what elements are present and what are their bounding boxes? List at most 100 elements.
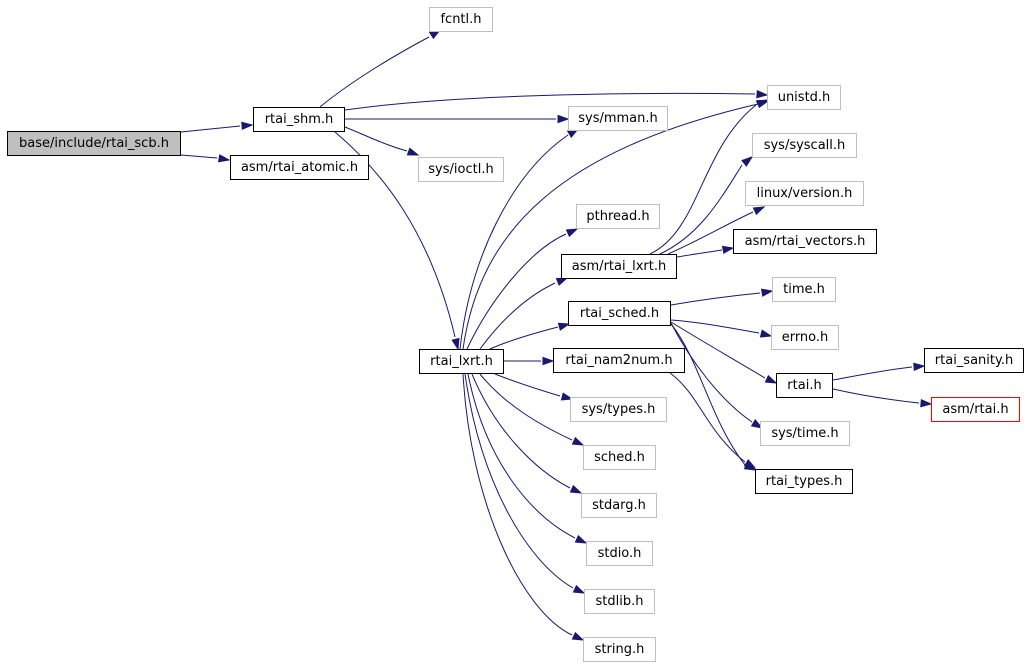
- node-fcntl[interactable]: fcntl.h: [429, 7, 493, 32]
- edge-sched-rtai: [670, 321, 778, 384]
- node-asm-rtai-lxrt[interactable]: asm/rtai_lxrt.h: [561, 254, 677, 279]
- node-root-rtai-scb: base/include/rtai_scb.h: [7, 131, 181, 156]
- edge-sched-time: [670, 288, 774, 306]
- edge-lxrt-mman-line: [459, 134, 569, 350]
- edge-shm-rtai-lxrt-line: [334, 131, 456, 338]
- edge-lxrt-schedh: [479, 373, 585, 446]
- edge-shm-unistd-arrowhead: [756, 89, 769, 99]
- edge-lxrt-stdarg: [471, 373, 583, 494]
- edge-shm-ioctl-arrowhead: [406, 147, 420, 156]
- edge-rtai-sanity-line: [832, 366, 913, 381]
- edge-root-rtai-shm: [180, 121, 254, 133]
- node-unistd[interactable]: unistd.h: [767, 85, 841, 110]
- edge-lxrt-stdio: [467, 373, 588, 544]
- edge-lxrt-systypes-arrowhead: [560, 392, 574, 401]
- edge-shm-mman-arrowhead: [557, 114, 570, 124]
- edge-shm-unistd-line: [344, 92, 756, 111]
- node-linux-version[interactable]: linux/version.h: [745, 181, 864, 206]
- node-stdio[interactable]: stdio.h: [586, 541, 653, 566]
- edge-lxrt-string-arrowhead: [571, 631, 585, 641]
- edge-lxrt-stdarg-arrowhead: [569, 484, 583, 494]
- node-rtai-lxrt[interactable]: rtai_lxrt.h: [419, 349, 504, 374]
- edge-asmlxrt-version: [667, 206, 766, 255]
- node-rtai-types[interactable]: rtai_types.h: [755, 469, 853, 494]
- edge-sched-rtai-line: [670, 321, 766, 379]
- edge-rtai-sanity-arrowhead: [913, 362, 926, 372]
- edge-asmlxrt-unistd: [649, 99, 769, 255]
- edge-lxrt-stdio-arrowhead: [574, 534, 588, 544]
- edge-nam2num-types: [669, 372, 757, 469]
- edge-lxrt-stdio-line: [467, 373, 576, 539]
- edge-asmlxrt-version-line: [667, 211, 754, 255]
- edge-lxrt-nam2num-arrowhead: [542, 356, 555, 366]
- edge-root-rtai-shm-arrowhead: [241, 121, 254, 131]
- edge-lxrt-asmlxrt: [479, 277, 569, 350]
- node-rtai-nam2num[interactable]: rtai_nam2num.h: [553, 348, 685, 373]
- edge-asmlxrt-vectors: [676, 245, 735, 258]
- node-sys-ioctl[interactable]: sys/ioctl.h: [418, 157, 504, 182]
- node-errno[interactable]: errno.h: [771, 325, 839, 350]
- edge-asmlxrt-version-arrowhead: [752, 206, 766, 216]
- edge-nam2num-types-line: [669, 372, 746, 463]
- edge-asmlxrt-unistd-line: [649, 104, 757, 255]
- edge-nam2num-types-arrowhead: [743, 458, 757, 469]
- edge-lxrt-schedh-line: [479, 373, 573, 441]
- node-time[interactable]: time.h: [772, 277, 836, 302]
- edge-lxrt-sched-arrowhead: [557, 322, 571, 331]
- edge-lxrt-systypes-line: [494, 373, 561, 397]
- node-sys-mman[interactable]: sys/mman.h: [568, 106, 668, 131]
- node-asm-rtai[interactable]: asm/rtai.h: [931, 397, 1020, 422]
- node-sys-types[interactable]: sys/types.h: [570, 397, 667, 422]
- edge-lxrt-systypes: [494, 373, 574, 401]
- edge-lxrt-stdlib: [464, 373, 586, 594]
- edge-rtai-asmrtai: [832, 388, 933, 408]
- edge-lxrt-nam2num: [504, 356, 555, 366]
- edge-root-atomic-arrowhead: [217, 154, 231, 163]
- edge-asmlxrt-vectors-line: [676, 249, 723, 258]
- edge-asmlxrt-unistd-arrowhead: [755, 99, 769, 109]
- node-asm-rtai-atomic[interactable]: asm/rtai_atomic.h: [230, 155, 369, 180]
- node-sys-syscall[interactable]: sys/syscall.h: [752, 133, 857, 158]
- edge-lxrt-sched: [489, 322, 571, 350]
- node-string[interactable]: string.h: [583, 637, 656, 662]
- edge-sched-errno: [670, 319, 773, 338]
- edge-asmlxrt-syscall: [659, 156, 754, 255]
- edge-sched-time-arrowhead: [760, 288, 774, 297]
- edge-shm-fcntl: [319, 29, 442, 108]
- node-rtai[interactable]: rtai.h: [776, 373, 833, 398]
- edge-sched-systime-line: [670, 322, 753, 423]
- node-asm-rtai-vectors[interactable]: asm/rtai_vectors.h: [733, 229, 877, 254]
- edge-rtai-asmrtai-arrowhead: [920, 398, 933, 408]
- node-stdlib[interactable]: stdlib.h: [584, 589, 655, 614]
- edge-rtai-asmrtai-line: [832, 388, 920, 404]
- node-stdarg[interactable]: stdarg.h: [581, 493, 657, 518]
- node-rtai-sanity[interactable]: rtai_sanity.h: [924, 348, 1024, 373]
- node-sched[interactable]: sched.h: [583, 445, 656, 470]
- edge-shm-fcntl-line: [319, 36, 430, 108]
- node-pthread[interactable]: pthread.h: [576, 204, 660, 229]
- node-sys-time[interactable]: sys/time.h: [760, 421, 850, 446]
- edge-lxrt-string-line: [462, 373, 573, 636]
- node-rtai-sched[interactable]: rtai_sched.h: [568, 301, 671, 326]
- edge-sched-systime-arrowhead: [750, 418, 764, 429]
- edge-lxrt-pthread-line: [466, 233, 567, 350]
- edge-shm-rtai-lxrt: [334, 131, 460, 351]
- edge-shm-unistd: [344, 89, 769, 111]
- edge-lxrt-asmlxrt-arrowhead: [555, 277, 569, 286]
- edge-root-atomic: [180, 154, 231, 163]
- edge-sched-time-line: [670, 292, 761, 306]
- edge-root-atomic-line: [180, 154, 218, 159]
- edge-sched-types-line: [670, 323, 746, 466]
- edge-asmlxrt-syscall-line: [659, 164, 743, 255]
- edge-shm-ioctl-line: [344, 126, 408, 152]
- edge-shm-rtai-lxrt-arrowhead: [451, 337, 460, 351]
- edge-sched-systime: [670, 322, 764, 429]
- edge-lxrt-sched-line: [489, 326, 559, 350]
- edge-lxrt-pthread: [466, 228, 579, 350]
- edge-lxrt-stdlib-arrowhead: [572, 584, 586, 594]
- edge-lxrt-asmlxrt-line: [479, 282, 556, 350]
- node-rtai-shm[interactable]: rtai_shm.h: [253, 107, 345, 132]
- edge-lxrt-string: [462, 373, 585, 641]
